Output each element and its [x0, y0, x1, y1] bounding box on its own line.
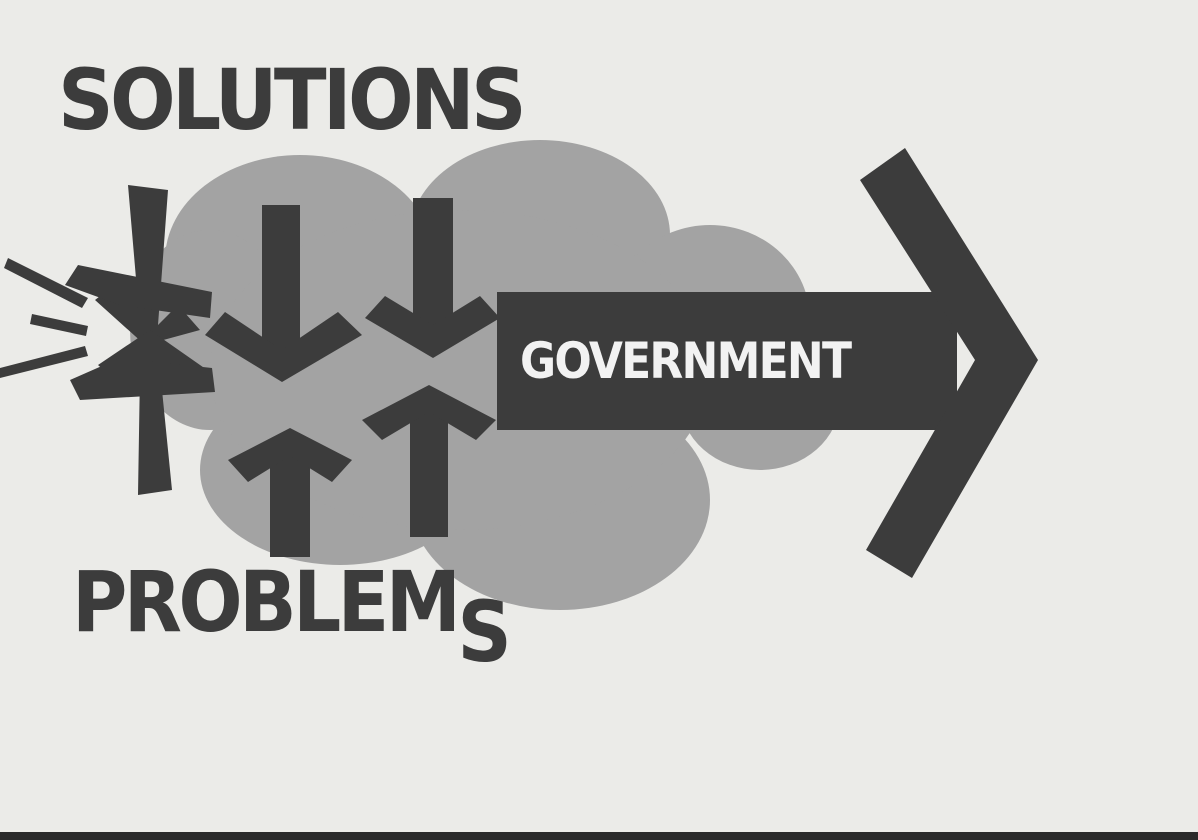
burst-line-2	[30, 314, 88, 336]
burst-line-3	[0, 346, 88, 378]
government-arrow-head	[860, 148, 1038, 578]
problem-arrow-2	[362, 385, 496, 537]
problems-arrows	[228, 385, 496, 557]
solutions-arrows	[205, 198, 500, 382]
solutions-label: SOLUTIONS	[58, 51, 527, 149]
government-arrow-shaft	[497, 292, 957, 430]
government-label: GOVERNMENT	[520, 332, 852, 390]
solution-arrow-2	[365, 198, 500, 358]
problems-label-head: PROBLEM	[72, 553, 461, 651]
problems-label: PROBLEMS	[72, 560, 512, 674]
government-arrow	[497, 148, 1038, 578]
burst-bar-upper	[65, 265, 212, 318]
problems-label-tail: S	[457, 583, 511, 681]
burst-bar-lower	[70, 358, 215, 400]
collision-burst	[0, 185, 215, 495]
solution-arrow-1	[205, 205, 362, 382]
burst-line-1	[4, 258, 88, 308]
problem-arrow-1	[228, 428, 352, 557]
